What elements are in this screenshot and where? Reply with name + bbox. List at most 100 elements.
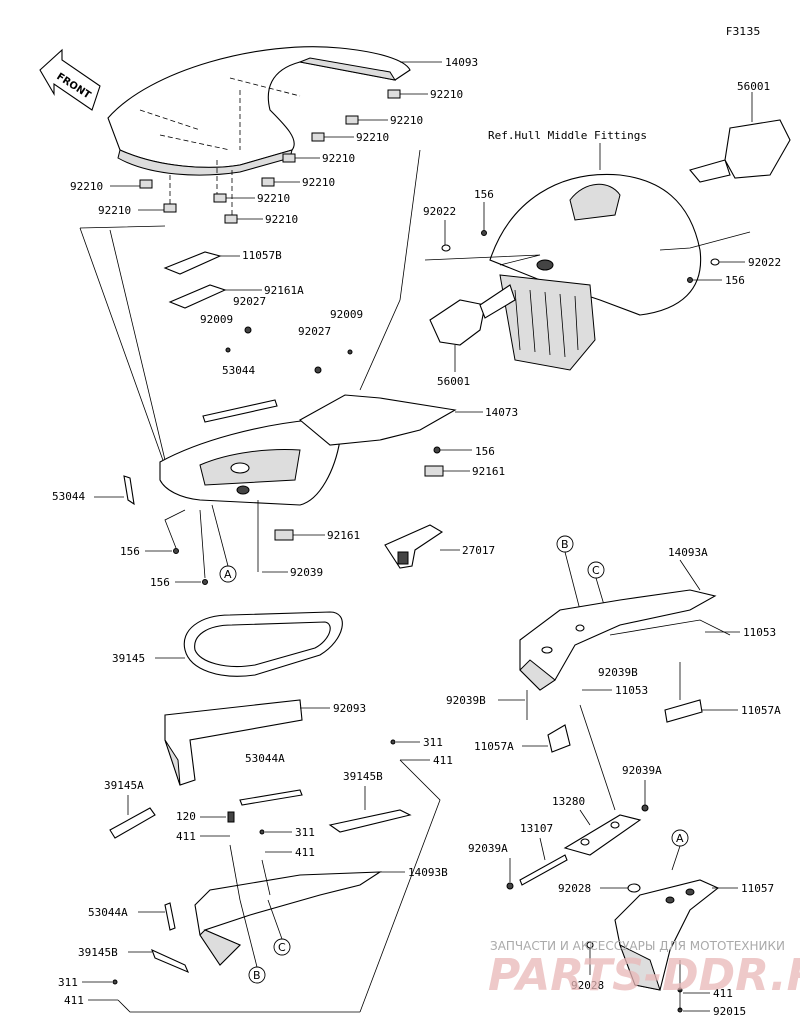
label-411-5: 411 (713, 987, 733, 1000)
gasket-39145 (183, 611, 343, 677)
callout-c-upper-label: C (592, 564, 600, 577)
label-92022-1: 92022 (423, 205, 456, 218)
label-411-4: 411 (64, 994, 84, 1007)
label-156-1: 156 (120, 545, 140, 558)
label-92028-1: 92028 (558, 882, 591, 895)
label-311-1: 311 (423, 736, 443, 749)
strip-39145b (328, 809, 412, 833)
mirror-56001-left (429, 284, 516, 346)
label-156-2: 156 (150, 576, 170, 589)
mirror-56001-right (689, 119, 791, 183)
callout-b-upper-label: B (561, 538, 569, 551)
watermark: ЗАПЧАСТИ И АКСЕССУАРЫ ДЛЯ МОТОТЕХНИКИ PA… (488, 939, 800, 1001)
strip-53044a (239, 789, 303, 806)
rod-13107 (519, 854, 568, 886)
label-411-3: 411 (295, 846, 315, 859)
label-92210-8: 92210 (70, 180, 103, 193)
label-92093: 92093 (333, 702, 366, 715)
front-arrow-icon: FRONT (39, 48, 101, 111)
label-11057: 11057 (741, 882, 774, 895)
label-92027-2: 92027 (298, 325, 331, 338)
label-92015: 92015 (713, 1005, 746, 1018)
label-92009-1: 92009 (200, 313, 233, 326)
label-92161-2: 92161 (327, 529, 360, 542)
label-39145B-1: 39145B (343, 770, 383, 783)
label-11057A-1: 11057A (741, 704, 781, 717)
label-411-2: 411 (176, 830, 196, 843)
label-92161a: 92161A (264, 284, 304, 297)
strip-53044 (202, 399, 278, 423)
label-14093A: 14093A (668, 546, 708, 559)
callout-a-lower-label: A (676, 832, 684, 845)
label-11057b: 11057B (242, 249, 282, 262)
label-92027-1: 92027 (233, 295, 266, 308)
label-11057A-2: 11057A (474, 740, 514, 753)
label-11053-2: 11053 (615, 684, 648, 697)
label-311-2: 311 (295, 826, 315, 839)
label-92039B-2: 92039B (446, 694, 486, 707)
label-92210-6: 92210 (257, 192, 290, 205)
label-53044-2: 53044 (52, 490, 85, 503)
label-156-4: 156 (474, 188, 494, 201)
hull-middle-part (489, 173, 702, 371)
label-56001-2: 56001 (437, 375, 470, 388)
label-92028-2: 92028 (571, 979, 604, 992)
plate-13280 (563, 814, 642, 856)
watermark-line1: ЗАПЧАСТИ И АКСЕССУАРЫ ДЛЯ МОТОТЕХНИКИ (490, 939, 785, 953)
plate-11057b (163, 251, 222, 275)
label-156-3: 156 (475, 445, 495, 458)
label-27017: 27017 (462, 544, 495, 557)
strip-39145a (109, 807, 156, 839)
cover-14093b (194, 871, 382, 966)
ref-note: Ref.Hull Middle Fittings (488, 129, 647, 142)
callout-b-lower-label: B (253, 969, 261, 982)
plate-92161a (168, 284, 227, 309)
label-92039: 92039 (290, 566, 323, 579)
bracket-11057 (614, 879, 720, 991)
label-92210-7: 92210 (265, 213, 298, 226)
label-92161-1: 92161 (472, 465, 505, 478)
label-411-1: 411 (433, 754, 453, 767)
label-13107: 13107 (520, 822, 553, 835)
cover-14093a (519, 589, 717, 691)
callout-c-lower-label: C (278, 941, 286, 954)
label-92022-2: 92022 (748, 256, 781, 269)
label-14073: 14073 (485, 406, 518, 419)
label-39145A: 39145A (104, 779, 144, 792)
label-53044A-1: 53044A (245, 752, 285, 765)
bracket-14073 (299, 394, 457, 446)
label-120: 120 (176, 810, 196, 823)
hatch-cover-part (107, 46, 411, 176)
bracket-11057a-right (664, 699, 703, 723)
label-92039B-1: 92039B (598, 666, 638, 679)
storage-tray-part (159, 419, 341, 506)
label-92039A-1: 92039A (622, 764, 662, 777)
label-39145B-2: 39145B (78, 946, 118, 959)
label-92210-1: 92210 (430, 88, 463, 101)
label-14093B: 14093B (408, 866, 448, 879)
label-311-3: 311 (58, 976, 78, 989)
label-53044A-2: 53044A (88, 906, 128, 919)
label-14093: 14093 (445, 56, 478, 69)
bracket-11057a-left (547, 724, 571, 753)
label-11053-1: 11053 (743, 626, 776, 639)
label-92210-4: 92210 (322, 152, 355, 165)
label-92210-3: 92210 (356, 131, 389, 144)
label-92009-2: 92009 (330, 308, 363, 321)
label-92210-5: 92210 (302, 176, 335, 189)
label-39145: 39145 (112, 652, 145, 665)
label-156-5: 156 (725, 274, 745, 287)
label-56001-1: 56001 (737, 80, 770, 93)
latch-27017 (384, 524, 444, 569)
label-13280: 13280 (552, 795, 585, 808)
label-92210-9: 92210 (98, 204, 131, 217)
label-92210-2: 92210 (390, 114, 423, 127)
callout-a-label: A (224, 568, 232, 581)
foam-92093 (164, 699, 303, 786)
figure-code: F3135 (726, 25, 760, 38)
label-92039A-2: 92039A (468, 842, 508, 855)
watermark-line2: PARTS-DDR.RU (488, 950, 800, 1001)
label-53044-1: 53044 (222, 364, 255, 377)
